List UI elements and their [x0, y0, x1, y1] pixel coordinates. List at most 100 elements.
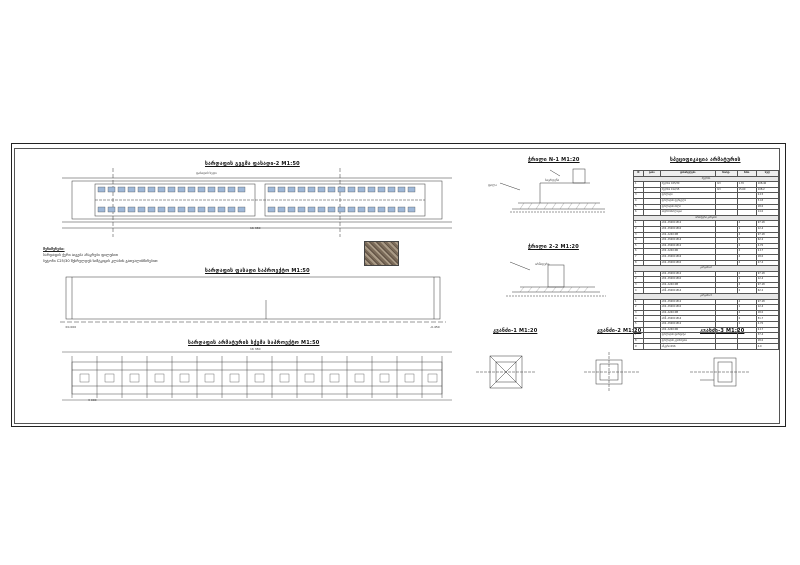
table-cell: 4: [736, 259, 757, 267]
table-cell: ანკერი Ø16: [659, 343, 716, 350]
section-2-hatch: [519, 286, 589, 293]
table-cell: არმ. A240 Ø6: [659, 326, 716, 334]
table-cell: 2: [736, 287, 757, 295]
table-cell: არმ. A240 Ø8: [659, 281, 716, 289]
elevation-2: -0.450: [430, 325, 440, 329]
label-tag-c: ფილა: [488, 183, 497, 187]
notes-heading: შენიშვნები:: [43, 247, 65, 251]
drawing-frame: [14, 148, 780, 424]
label-tag-d: არმატურა: [535, 262, 550, 266]
table-cell: 4: [736, 298, 757, 306]
label-tag-a: ფასადის ხედი: [196, 171, 217, 175]
table-cell: [736, 343, 757, 350]
table-cell: 4: [736, 326, 757, 334]
table-cell: არმ. A500C Ø10: [659, 259, 716, 267]
table-cell: არმ. A500C Ø12: [659, 321, 716, 328]
table-cell: არმ. A500C Ø12: [659, 298, 716, 306]
table-cell: 2: [736, 321, 757, 328]
plan-title: სარდაფის გეგმა ფასადი-2 M1:50: [205, 161, 300, 167]
table-cell: 27.4: [755, 259, 780, 267]
section-1-hatch: [519, 202, 597, 210]
table-cell: 2: [736, 315, 757, 322]
reinforcement-drawing: [62, 351, 452, 401]
reinforcement-openings: [79, 373, 438, 383]
detail-1-drawing: [476, 355, 536, 389]
detail-2-drawing: [584, 352, 640, 392]
table-cell: 18.0: [755, 253, 780, 261]
table-row: კარკასი-3: [633, 293, 779, 300]
table-cell: 4: [736, 270, 757, 278]
table-cell: 1: [736, 304, 757, 311]
table-cell: 4: [736, 309, 757, 317]
table-cell: [642, 343, 661, 350]
table-row: 9 ანკერი Ø16 4.0: [633, 343, 780, 350]
table-cell: ფოლადის კუთხოვანა: [659, 337, 716, 345]
table-cell: 4.70: [755, 321, 780, 328]
plan-windows: [97, 186, 416, 213]
table-cell: 62.2: [755, 287, 780, 295]
table-cell: არმ. A500C Ø10: [659, 276, 716, 283]
reinforcement-title: სარდაფის არმატურის სქემა საპროექტო M1:50: [188, 340, 320, 346]
section-2-drawing: [506, 261, 606, 297]
table-cell: 18.0: [755, 309, 780, 317]
table-title: სპეციფიკაცია არმატურის: [670, 157, 741, 163]
label-tag-b: საყრდენი: [545, 178, 560, 182]
table-cell: 4: [736, 253, 757, 261]
table-cell: 4.0: [755, 343, 780, 350]
table-cell: [714, 343, 738, 350]
elevation-1: ±0.000: [65, 325, 77, 329]
table-cell: ფოლადის ფირფიტა: [659, 332, 716, 339]
table-section-label: კარკასი-3: [633, 293, 779, 300]
section-mid-title: ჭრილი 2-2 M1:20: [528, 244, 579, 250]
table-cell: 4: [736, 281, 757, 289]
detail-3-drawing: [690, 357, 750, 387]
reinforcement-dimension: 16 380: [250, 347, 261, 351]
table-row: კარკასი-2: [633, 265, 779, 272]
notes-line-1: სარდაფის ჭერი აიგება ანაკრები ფილებით: [43, 253, 119, 257]
table-cell: 18.0: [755, 337, 780, 345]
table-cell: არმ. A240 Ø8: [659, 309, 716, 317]
plan-outline: [71, 180, 443, 220]
table-cell: [736, 332, 757, 339]
table-cell: 37.4: [755, 332, 780, 339]
table-cell: 97.18: [755, 281, 780, 289]
section-1-drawing: [499, 168, 606, 213]
table-cell: 97.18: [755, 270, 780, 278]
table-cell: 12.4: [755, 304, 780, 311]
table-cell: არმ. A500C Ø10: [659, 304, 716, 311]
table-cell: 1: [736, 276, 757, 283]
table-section-label: კარკასი-2: [633, 265, 779, 272]
section-top-title: ჭრილი N-1 M1:20: [528, 157, 580, 163]
table-cell: 2.17: [755, 326, 780, 334]
table-cell: [736, 337, 757, 345]
detail2-title: კვანძი-2 M1:20: [597, 328, 642, 334]
table-cell: არმ. A500C Ø16: [659, 253, 716, 261]
notes-line-2: ბეტონი C25/30 შესრულდეს სიმტკიცის კლასის…: [43, 259, 158, 263]
table-cell: 51.7: [755, 315, 780, 322]
facade-drawing: [60, 276, 446, 323]
table-cell: 12.4: [755, 276, 780, 283]
table-cell: არმ. A500C Ø14: [659, 287, 716, 295]
table-cell: არმ. A500C Ø12: [659, 270, 716, 278]
facade-title: სარდაფის ფასადი საპროექტო M1:50: [205, 268, 310, 274]
table-cell: არმ. A500C Ø14: [659, 315, 716, 322]
table-cell: 9: [633, 343, 644, 350]
